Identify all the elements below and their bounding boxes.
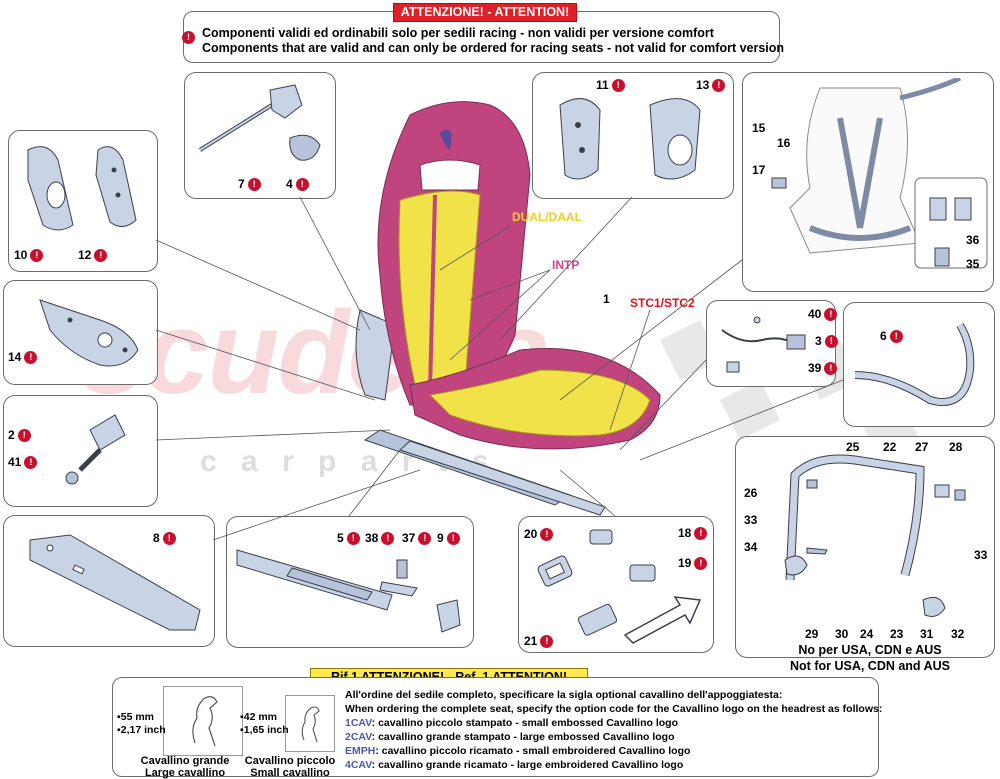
callout-32: 32 <box>951 627 965 641</box>
callout-27: 27 <box>915 440 929 454</box>
seat-drawing <box>355 101 661 516</box>
panel-logo-note <box>112 677 879 777</box>
callout-35: 35 <box>966 257 980 271</box>
callout-9: 9! <box>437 531 460 545</box>
callout-25: 25 <box>846 440 860 454</box>
panel-roll-bar <box>735 436 995 658</box>
callout-30: 30 <box>835 627 849 641</box>
option-note: All'ordine del sedile completo, specific… <box>345 688 882 772</box>
market-note-en: Not for USA, CDN and AUS <box>790 659 950 673</box>
option-code-row: 1CAV: cavallino piccolo stampato - small… <box>345 717 678 729</box>
large-logo-caption-it: Cavallino grande <box>140 755 230 767</box>
callout-1: 1 <box>603 292 610 306</box>
callout-11: 11! <box>596 78 625 92</box>
callout-6: 6! <box>880 329 903 343</box>
side-cover-11-13-drawing <box>559 98 701 180</box>
callout-26: 26 <box>744 486 758 500</box>
callout-20: 20! <box>524 527 554 541</box>
large-logo-mm: ▪55 mm <box>117 711 155 723</box>
roll-bar-drawing <box>784 454 966 617</box>
callout-33b: 33 <box>974 548 988 562</box>
callout-13: 13! <box>696 78 726 92</box>
callout-21: 21! <box>524 634 554 648</box>
callout-23: 23 <box>890 627 904 641</box>
callout-10: 10! <box>14 248 44 262</box>
cable-knob-drawing <box>198 84 321 161</box>
callout-4: 4! <box>286 177 309 191</box>
callout-18: 18! <box>678 526 708 540</box>
grommets-drawing <box>537 529 702 644</box>
slider-drawing <box>236 549 461 633</box>
rail-8-drawing <box>29 534 201 631</box>
small-logo-caption-en: Small cavallino <box>250 767 330 779</box>
option-code-row: 4CAV: cavallino grande ricamato - large … <box>345 759 684 771</box>
callout-36: 36 <box>966 233 980 247</box>
callout-33a: 33 <box>744 513 758 527</box>
label-dual: DUAL/DAAL <box>512 210 582 224</box>
callout-17: 17 <box>752 163 766 177</box>
small-logo-frame <box>285 695 335 752</box>
callout-19: 19! <box>678 556 708 570</box>
callout-12: 12! <box>78 248 108 262</box>
market-note-it: No per USA, CDN e AUS <box>798 643 942 657</box>
panel-buckle <box>3 395 158 507</box>
small-logo-mm: ▪42 mm <box>240 711 278 723</box>
attention-title: ATTENZIONE! - ATTENTION! <box>393 3 577 22</box>
callout-14: 14! <box>8 350 38 364</box>
small-cavallino-icon <box>301 706 320 743</box>
callout-15: 15 <box>752 121 766 135</box>
callout-5: 5! <box>337 531 360 545</box>
callout-39: 39! <box>808 361 838 375</box>
buckle-drawing <box>65 414 126 485</box>
option-code-row: EMPH: cavallino piccolo ricamato - small… <box>345 745 691 757</box>
callout-28: 28 <box>949 440 963 454</box>
harness-drawing <box>771 78 988 269</box>
callout-37: 37! <box>402 531 432 545</box>
tube-6-drawing <box>854 322 975 406</box>
callout-38: 38! <box>365 531 395 545</box>
callout-2: 2! <box>8 428 31 442</box>
callout-3: 3! <box>815 334 838 348</box>
callout-29: 29 <box>805 627 819 641</box>
plate-14-drawing <box>39 299 139 367</box>
large-logo-caption-en: Large cavallino <box>144 767 226 779</box>
callout-24: 24 <box>860 627 874 641</box>
callout-41: 41! <box>8 455 38 469</box>
callout-31: 31 <box>920 627 934 641</box>
option-code-row: 2CAV: cavallino grande stampato - large … <box>345 731 675 743</box>
callout-40: 40! <box>808 307 838 321</box>
warning-icon: ! <box>182 31 195 44</box>
panel-cable-knob <box>184 72 336 199</box>
callout-7: 7! <box>238 177 261 191</box>
callout-22: 22 <box>883 440 897 454</box>
label-stc: STC1/STC2 <box>630 296 695 310</box>
option-note-intro-en: When ordering the complete seat, specify… <box>345 703 883 715</box>
attention-line-en: Components that are valid and can only b… <box>202 41 785 55</box>
large-cavallino-icon <box>192 696 218 747</box>
callout-34: 34 <box>744 540 758 554</box>
large-logo-frame <box>163 686 243 756</box>
attention-line-it: Componenti validi ed ordinabili solo per… <box>202 26 714 40</box>
option-note-intro-it: All'ordine del sedile completo, specific… <box>345 689 783 701</box>
wiring-drawing <box>721 316 806 373</box>
panel-side-covers-left <box>8 130 158 272</box>
small-logo-inch: ▪1,65 inch <box>240 724 289 736</box>
side-cover-10-drawing <box>27 146 137 231</box>
callout-16: 16 <box>777 136 791 150</box>
callout-8: 8! <box>153 531 176 545</box>
small-logo-caption-it: Cavallino piccolo <box>244 755 336 767</box>
large-logo-inch: ▪2,17 inch <box>117 724 166 736</box>
